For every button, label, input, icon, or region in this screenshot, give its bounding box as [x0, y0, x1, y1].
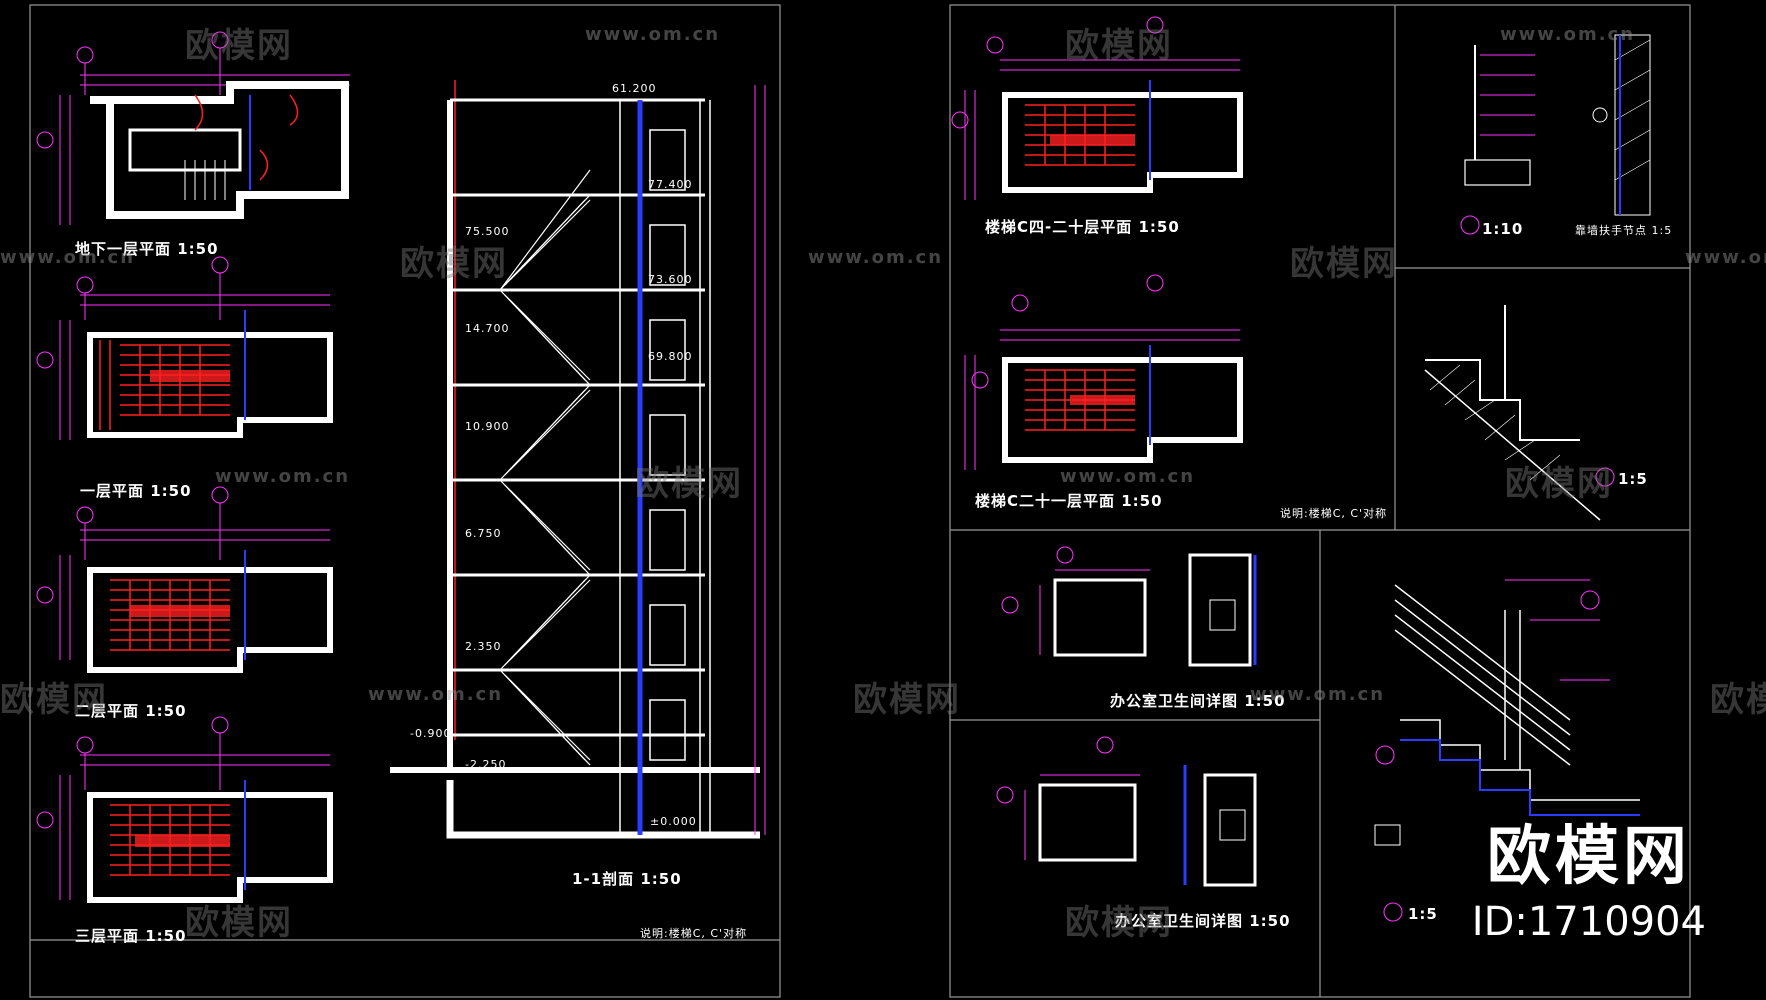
watermark-url: www.om.cn: [368, 684, 504, 705]
watermark-url: www.om.cn: [0, 247, 136, 268]
section-1-1: [390, 80, 766, 839]
brand-id: ID:1710904: [1471, 899, 1706, 945]
watermark-logo: 欧模网: [185, 903, 293, 943]
stair-nosing-detail-2: [1424, 305, 1615, 521]
watermark-url: www.om.cn: [215, 466, 351, 487]
watermark-logo: 欧模网: [853, 680, 961, 720]
basement-plan-title: 地下一层平面 1:50: [75, 240, 219, 258]
watermark-logo: 欧模网: [1290, 244, 1398, 284]
office-wc-2-title: 办公室卫生间详图 1:50: [1115, 912, 1291, 930]
detail-1-scale: 1:10: [1482, 220, 1524, 238]
office-wc-detail-1: [1001, 546, 1257, 667]
second-floor-plan: [36, 486, 333, 673]
basement-plan: [36, 31, 350, 225]
right-sheet-note: 说明:楼梯C, C'对称: [1280, 507, 1388, 520]
elevation-label: 6.750: [465, 527, 502, 540]
elevation-label: 61.200: [612, 82, 657, 95]
elevation-label: 14.700: [465, 322, 510, 335]
second-floor-plan-title: 二层平面 1:50: [75, 702, 187, 720]
elevation-label: 2.350: [465, 640, 502, 653]
watermark-logo: 欧模网: [185, 26, 293, 66]
elevation-label: 73.600: [648, 273, 693, 286]
stair-c-21-plan: [964, 274, 1243, 470]
handrail-detail-1: [1460, 34, 1651, 235]
elevation-label: 77.400: [648, 178, 693, 191]
elevation-label: 10.900: [465, 420, 510, 433]
section-title: 1-1剖面 1:50: [572, 870, 682, 888]
stair-c-4-20-plan: [951, 16, 1243, 200]
first-floor-plan: [36, 256, 333, 440]
watermark-url: www.om.cn: [1685, 247, 1766, 268]
office-wc-detail-2: [996, 736, 1257, 887]
brand-block: 欧模网 ID:1710904: [1472, 825, 1706, 945]
watermark-logo: 欧模网: [0, 680, 108, 720]
detail-2-scale: 1:5: [1618, 470, 1648, 488]
watermark-url: www.om.cn: [585, 24, 721, 45]
elevation-label: -2.250: [465, 758, 507, 771]
third-floor-plan-title: 三层平面 1:50: [75, 927, 187, 945]
left-sheet-note: 说明:楼梯C, C'对称: [640, 927, 748, 940]
elevation-label: 69.800: [648, 350, 693, 363]
brand-name: 欧模网: [1486, 820, 1691, 894]
third-floor-plan: [36, 716, 333, 903]
detail-3-scale: 1:5: [1408, 905, 1438, 923]
watermark-url: www.om.cn: [808, 247, 944, 268]
watermark-logo: 欧模网: [1710, 680, 1766, 720]
stair-c-4-20-title: 楼梯C四-二十层平面 1:50: [985, 218, 1180, 236]
watermark-logo: 欧模网: [1505, 464, 1613, 504]
watermark-url: www.om.cn: [1500, 24, 1636, 45]
watermark-logo: 欧模网: [400, 244, 508, 284]
handrail-section-detail-3: [1374, 579, 1640, 922]
elevation-label: 75.500: [465, 225, 510, 238]
watermark-logo: 欧模网: [1065, 26, 1173, 66]
stair-c-21-title: 楼梯C二十一层平面 1:50: [975, 492, 1163, 510]
first-floor-plan-title: 一层平面 1:50: [80, 482, 192, 500]
elevation-label: ±0.000: [650, 815, 697, 828]
sheet-frames: [29, 4, 1691, 998]
watermark-url: www.om.cn: [1060, 466, 1196, 487]
detail-1-note: 靠墙扶手节点 1:5: [1575, 224, 1673, 237]
watermark-logo: 欧模网: [1065, 903, 1173, 943]
office-wc-1-title: 办公室卫生间详图 1:50: [1110, 692, 1286, 710]
elevation-label: -0.900: [410, 727, 452, 740]
watermark-logo: 欧模网: [635, 464, 743, 504]
watermark-url: www.om.cn: [1250, 684, 1386, 705]
